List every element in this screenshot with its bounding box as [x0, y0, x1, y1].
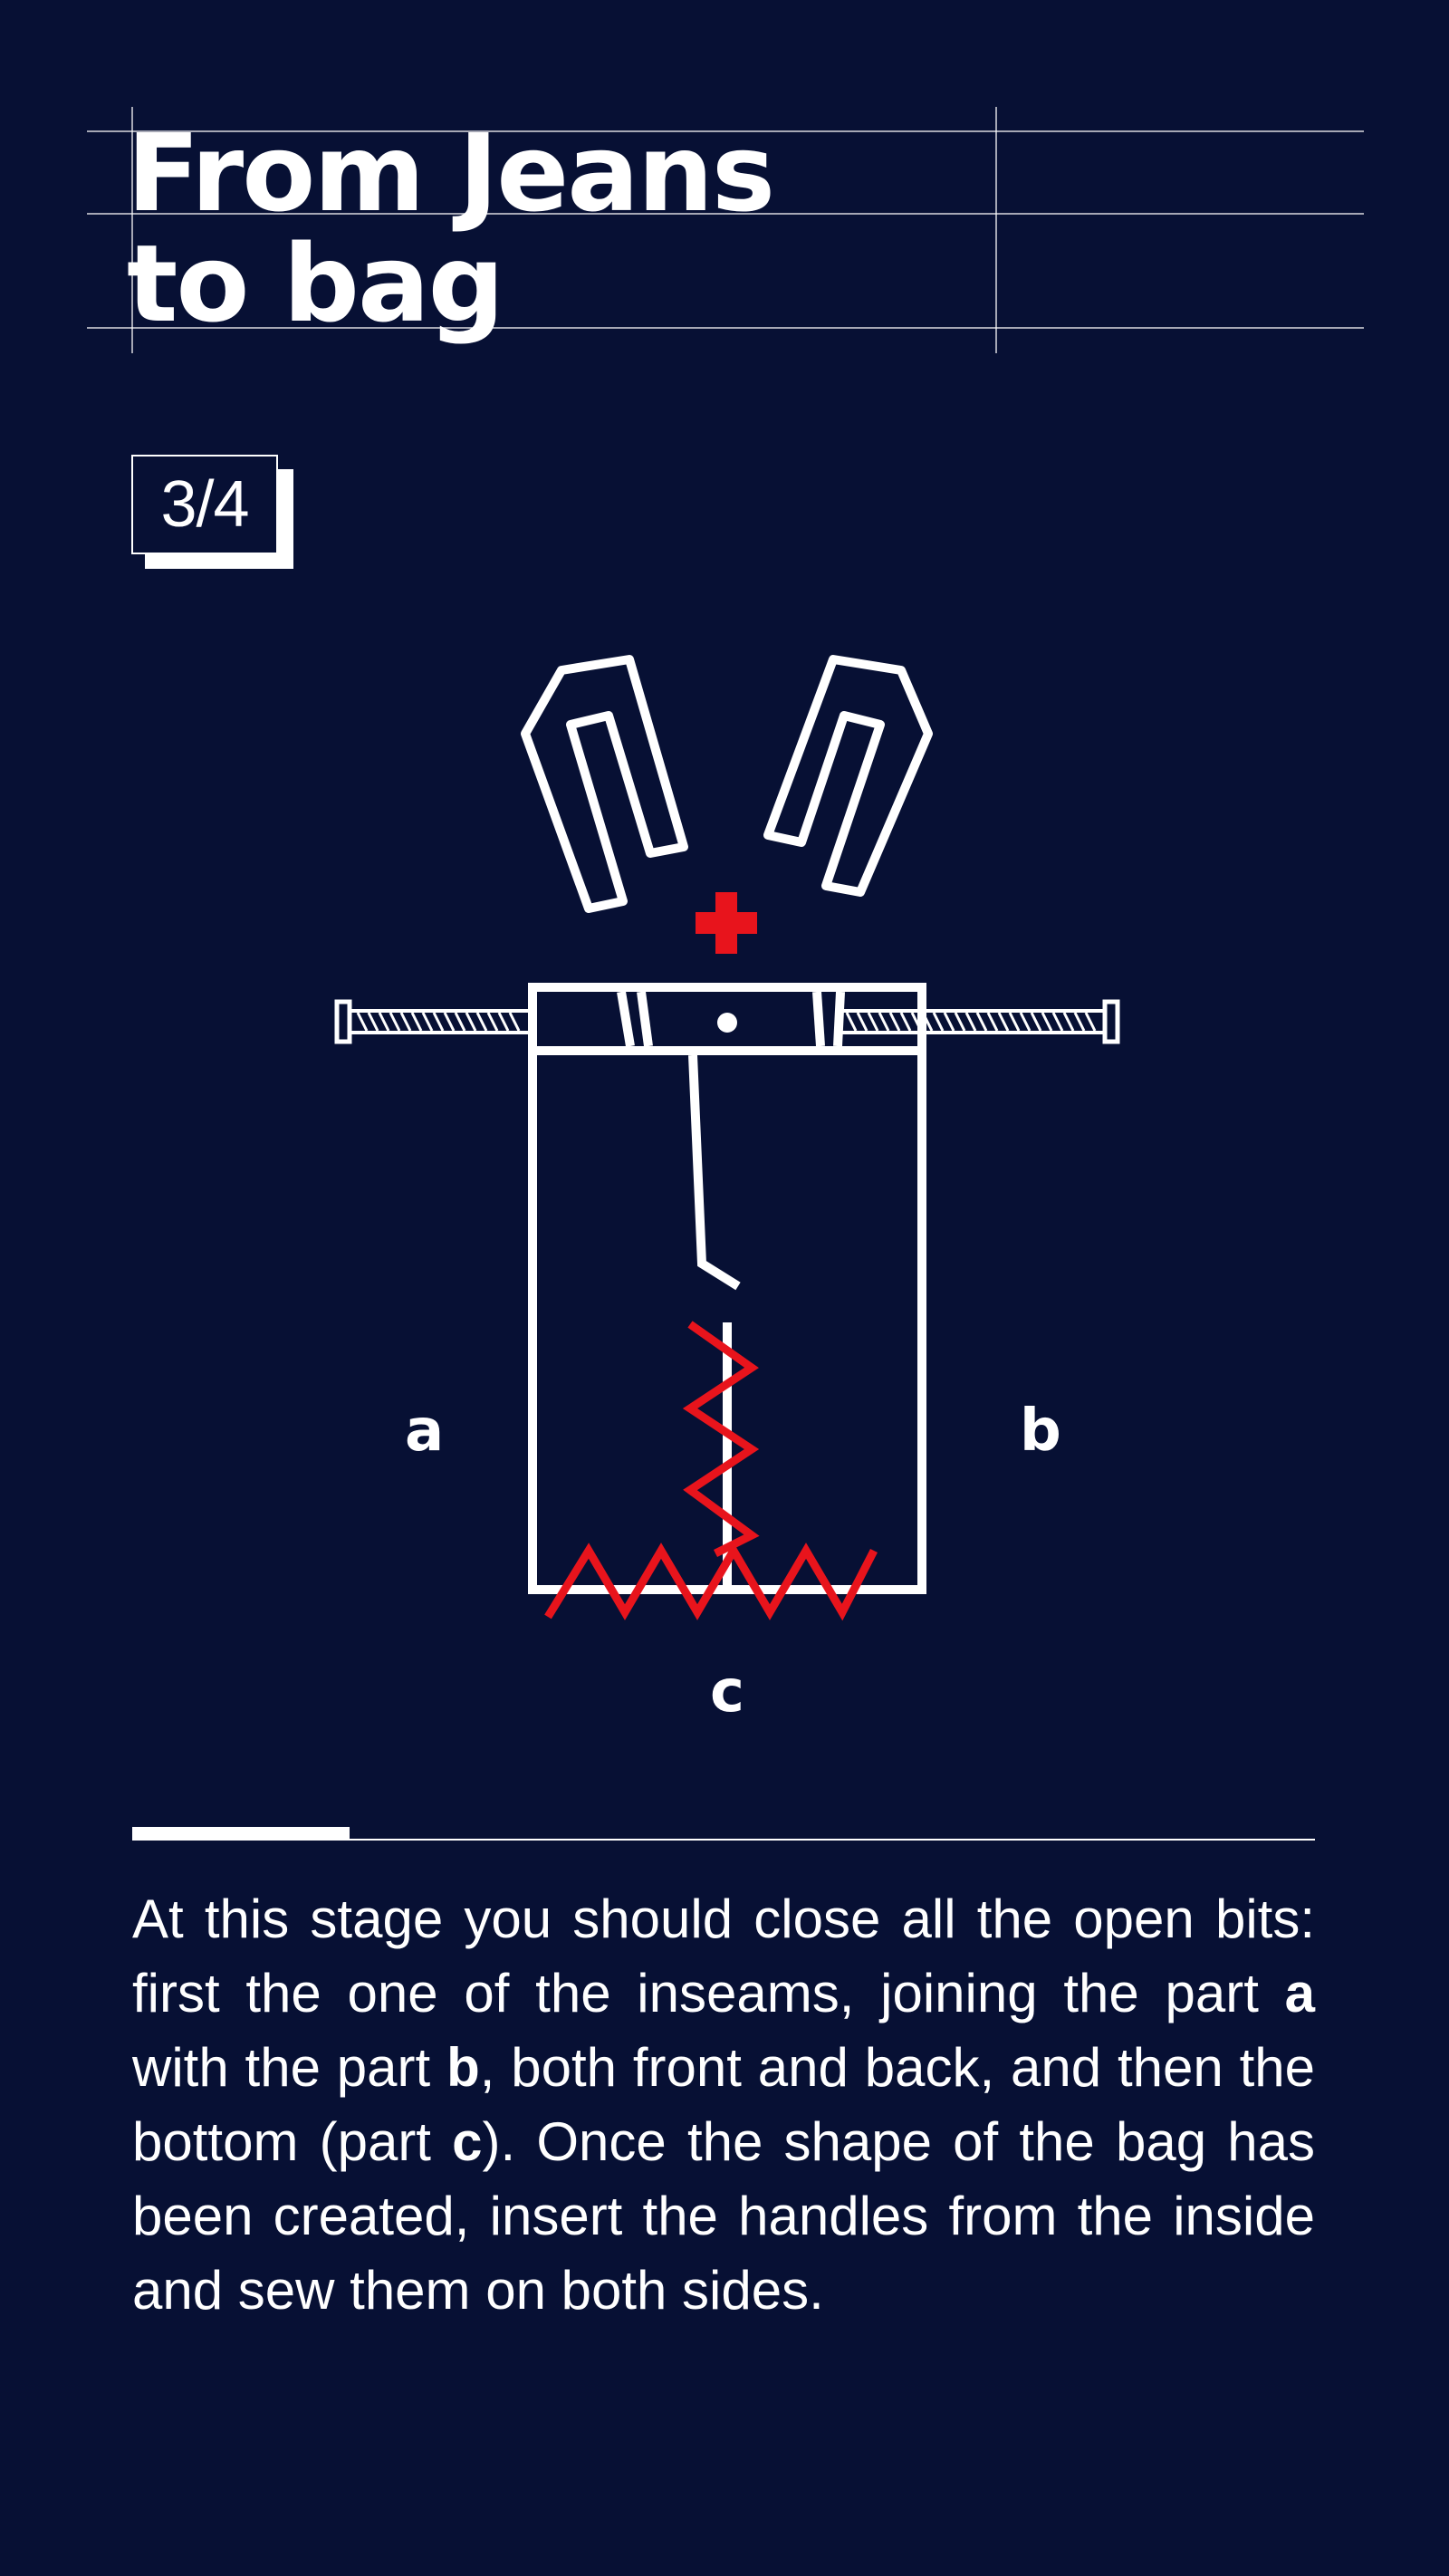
handle-right-icon	[763, 655, 933, 897]
inseam-stitch	[682, 1321, 760, 1558]
label-c: c	[710, 1658, 744, 1725]
instructions-text: At this stage you should close all the o…	[132, 1882, 1315, 2328]
bold-c: c	[452, 2111, 483, 2172]
title-guide-lines	[87, 107, 1364, 353]
bottom-stitch	[544, 1543, 878, 1621]
belt-rope	[334, 999, 1120, 1044]
label-a: a	[405, 1398, 445, 1465]
handle-left-icon	[521, 655, 688, 913]
text-part-4: ). Once the shape of the bag has been cr…	[132, 2111, 1315, 2321]
page-title: From Jeans to bag	[127, 111, 775, 346]
step-badge: 3/4	[131, 455, 278, 554]
title-line-1: From Jeans	[127, 111, 775, 235]
text-part-3: , both front and back, and then the bott…	[132, 2037, 1315, 2172]
bold-b: b	[446, 2037, 480, 2098]
button-icon	[717, 1013, 737, 1033]
divider-accent	[132, 1827, 350, 1840]
label-b: b	[1020, 1398, 1061, 1465]
jeans-body	[528, 983, 926, 1594]
text-part-1: At this stage you should close all the o…	[132, 1889, 1315, 2023]
jeans-bag-diagram	[334, 655, 1120, 1621]
divider-line	[132, 1839, 1315, 1841]
bold-a: a	[1284, 1963, 1315, 2023]
plus-icon	[696, 892, 757, 954]
text-part-2: with the part	[132, 2037, 447, 2098]
title-line-2: to bag	[127, 221, 504, 346]
